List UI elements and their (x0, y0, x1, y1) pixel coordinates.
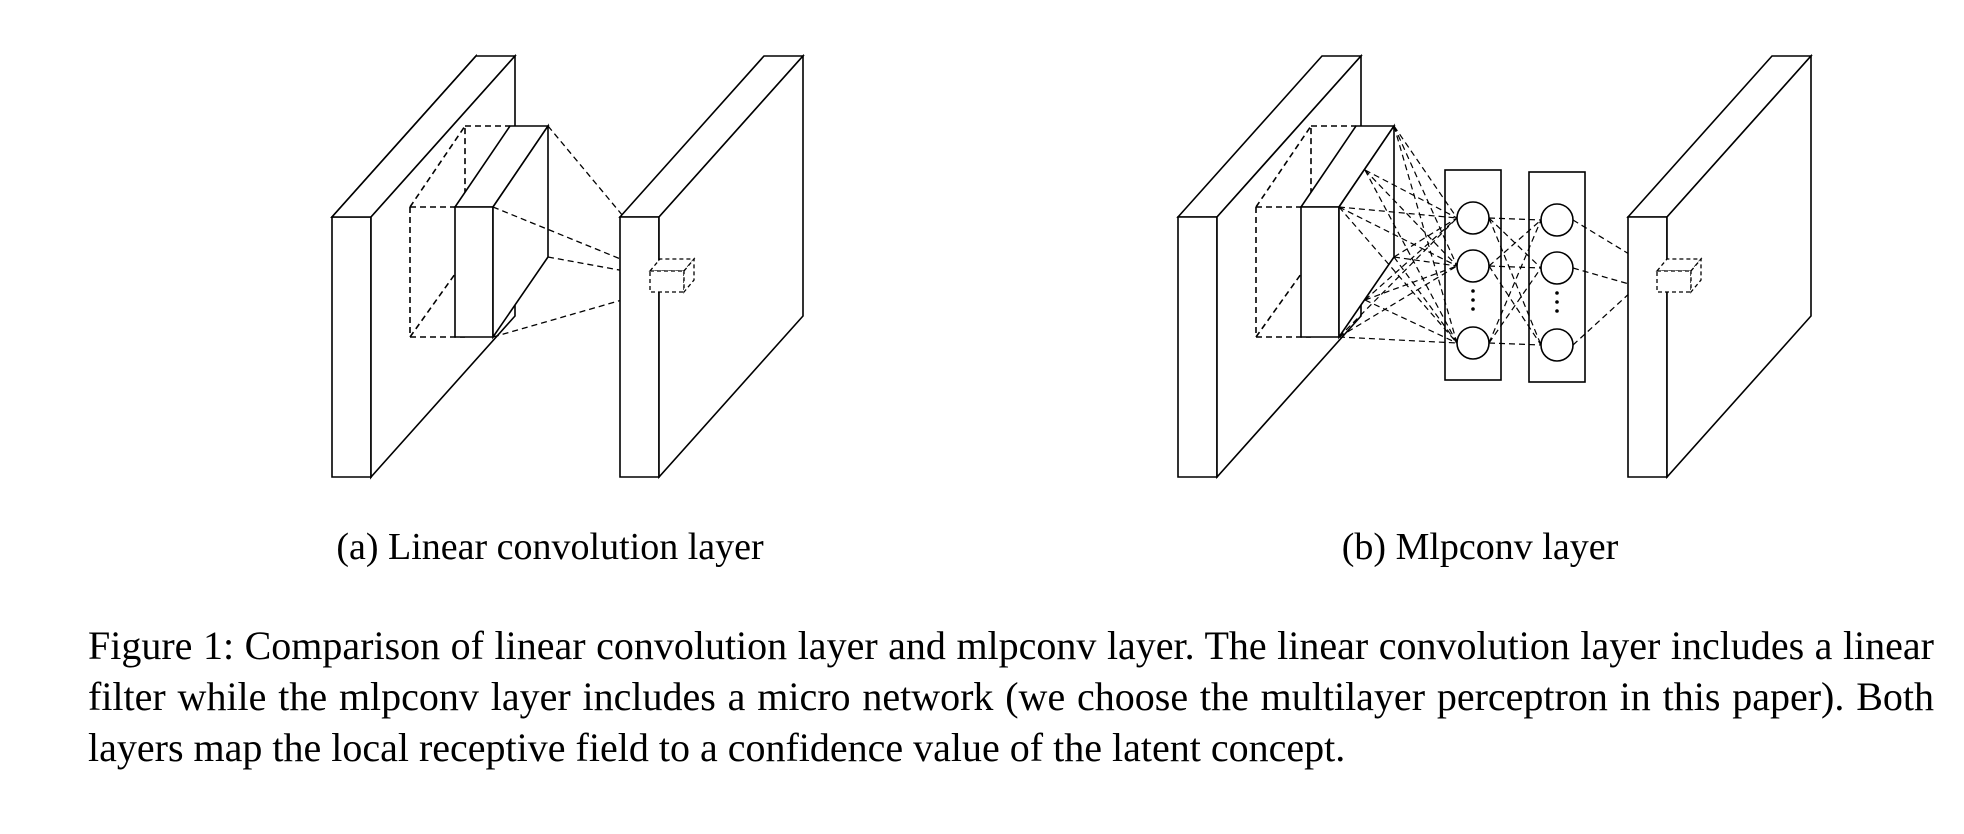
mlp-edge-hidden (1488, 265, 1542, 269)
mlp-hidden-layer-1 (1444, 169, 1502, 381)
ellipsis-dots (1471, 289, 1559, 313)
mlp-edge-input (1338, 206, 1458, 344)
mlp-connections (1338, 125, 1668, 346)
mlp-edge-input (1364, 217, 1458, 301)
linear-filter (453, 123, 550, 340)
mlp-neuron (1456, 326, 1490, 360)
mlp-neuron (1456, 201, 1490, 235)
mlp-edge-input (1393, 256, 1458, 344)
mlp-neurons (1456, 201, 1574, 362)
mlp-edge-hidden (1488, 217, 1542, 269)
micro-network-input (1299, 123, 1396, 340)
mlp-neuron (1540, 328, 1574, 362)
mlp-edge-input (1393, 217, 1458, 258)
mlp-neuron (1540, 203, 1574, 237)
mlp-edge-hidden (1488, 217, 1542, 221)
output-feature-map (1626, 53, 1813, 480)
subcaption-b: (b) Mlpconv layer (1341, 526, 1619, 568)
mlp-edge-input (1338, 265, 1458, 338)
mlp-edge-hidden (1488, 219, 1542, 344)
mlp-edge-hidden (1488, 267, 1542, 344)
input-feature-map (1176, 53, 1363, 480)
mlp-edge-input (1338, 217, 1458, 338)
output-unit (1655, 257, 1703, 294)
mlp-edge-input (1338, 206, 1458, 267)
mlp-edge-input (1364, 169, 1458, 344)
mlp-edge-input (1393, 125, 1458, 267)
subcaption-a: (a) Linear convolution layer (336, 526, 764, 568)
mlp-edge-hidden (1488, 265, 1542, 346)
mlp-hidden-layer-2 (1528, 171, 1586, 383)
figure-caption: Figure 1: Comparison of linear convoluti… (88, 623, 1934, 770)
output-feature-map (618, 53, 805, 480)
mlp-edge-input (1393, 125, 1458, 219)
output-unit (648, 257, 696, 294)
mlp-edge-input (1393, 125, 1458, 344)
input-feature-map (330, 53, 517, 480)
mlpconv-diagram (1176, 53, 1813, 480)
mlp-edge-input (1393, 256, 1458, 267)
mlp-edge-input (1338, 336, 1458, 344)
mlp-neuron (1540, 251, 1574, 285)
mlp-edge-input (1364, 169, 1458, 267)
mlp-edge-input (1364, 265, 1458, 301)
mlp-edge-hidden (1488, 217, 1542, 346)
mlp-edge-hidden (1488, 342, 1542, 346)
mlp-edge-output (1572, 258, 1668, 346)
mlp-edge-input (1364, 299, 1458, 344)
linear-conv-diagram (330, 53, 805, 480)
mlp-neuron (1456, 249, 1490, 283)
mlp-edge-input (1364, 169, 1458, 219)
mlp-edge-hidden (1488, 219, 1542, 267)
